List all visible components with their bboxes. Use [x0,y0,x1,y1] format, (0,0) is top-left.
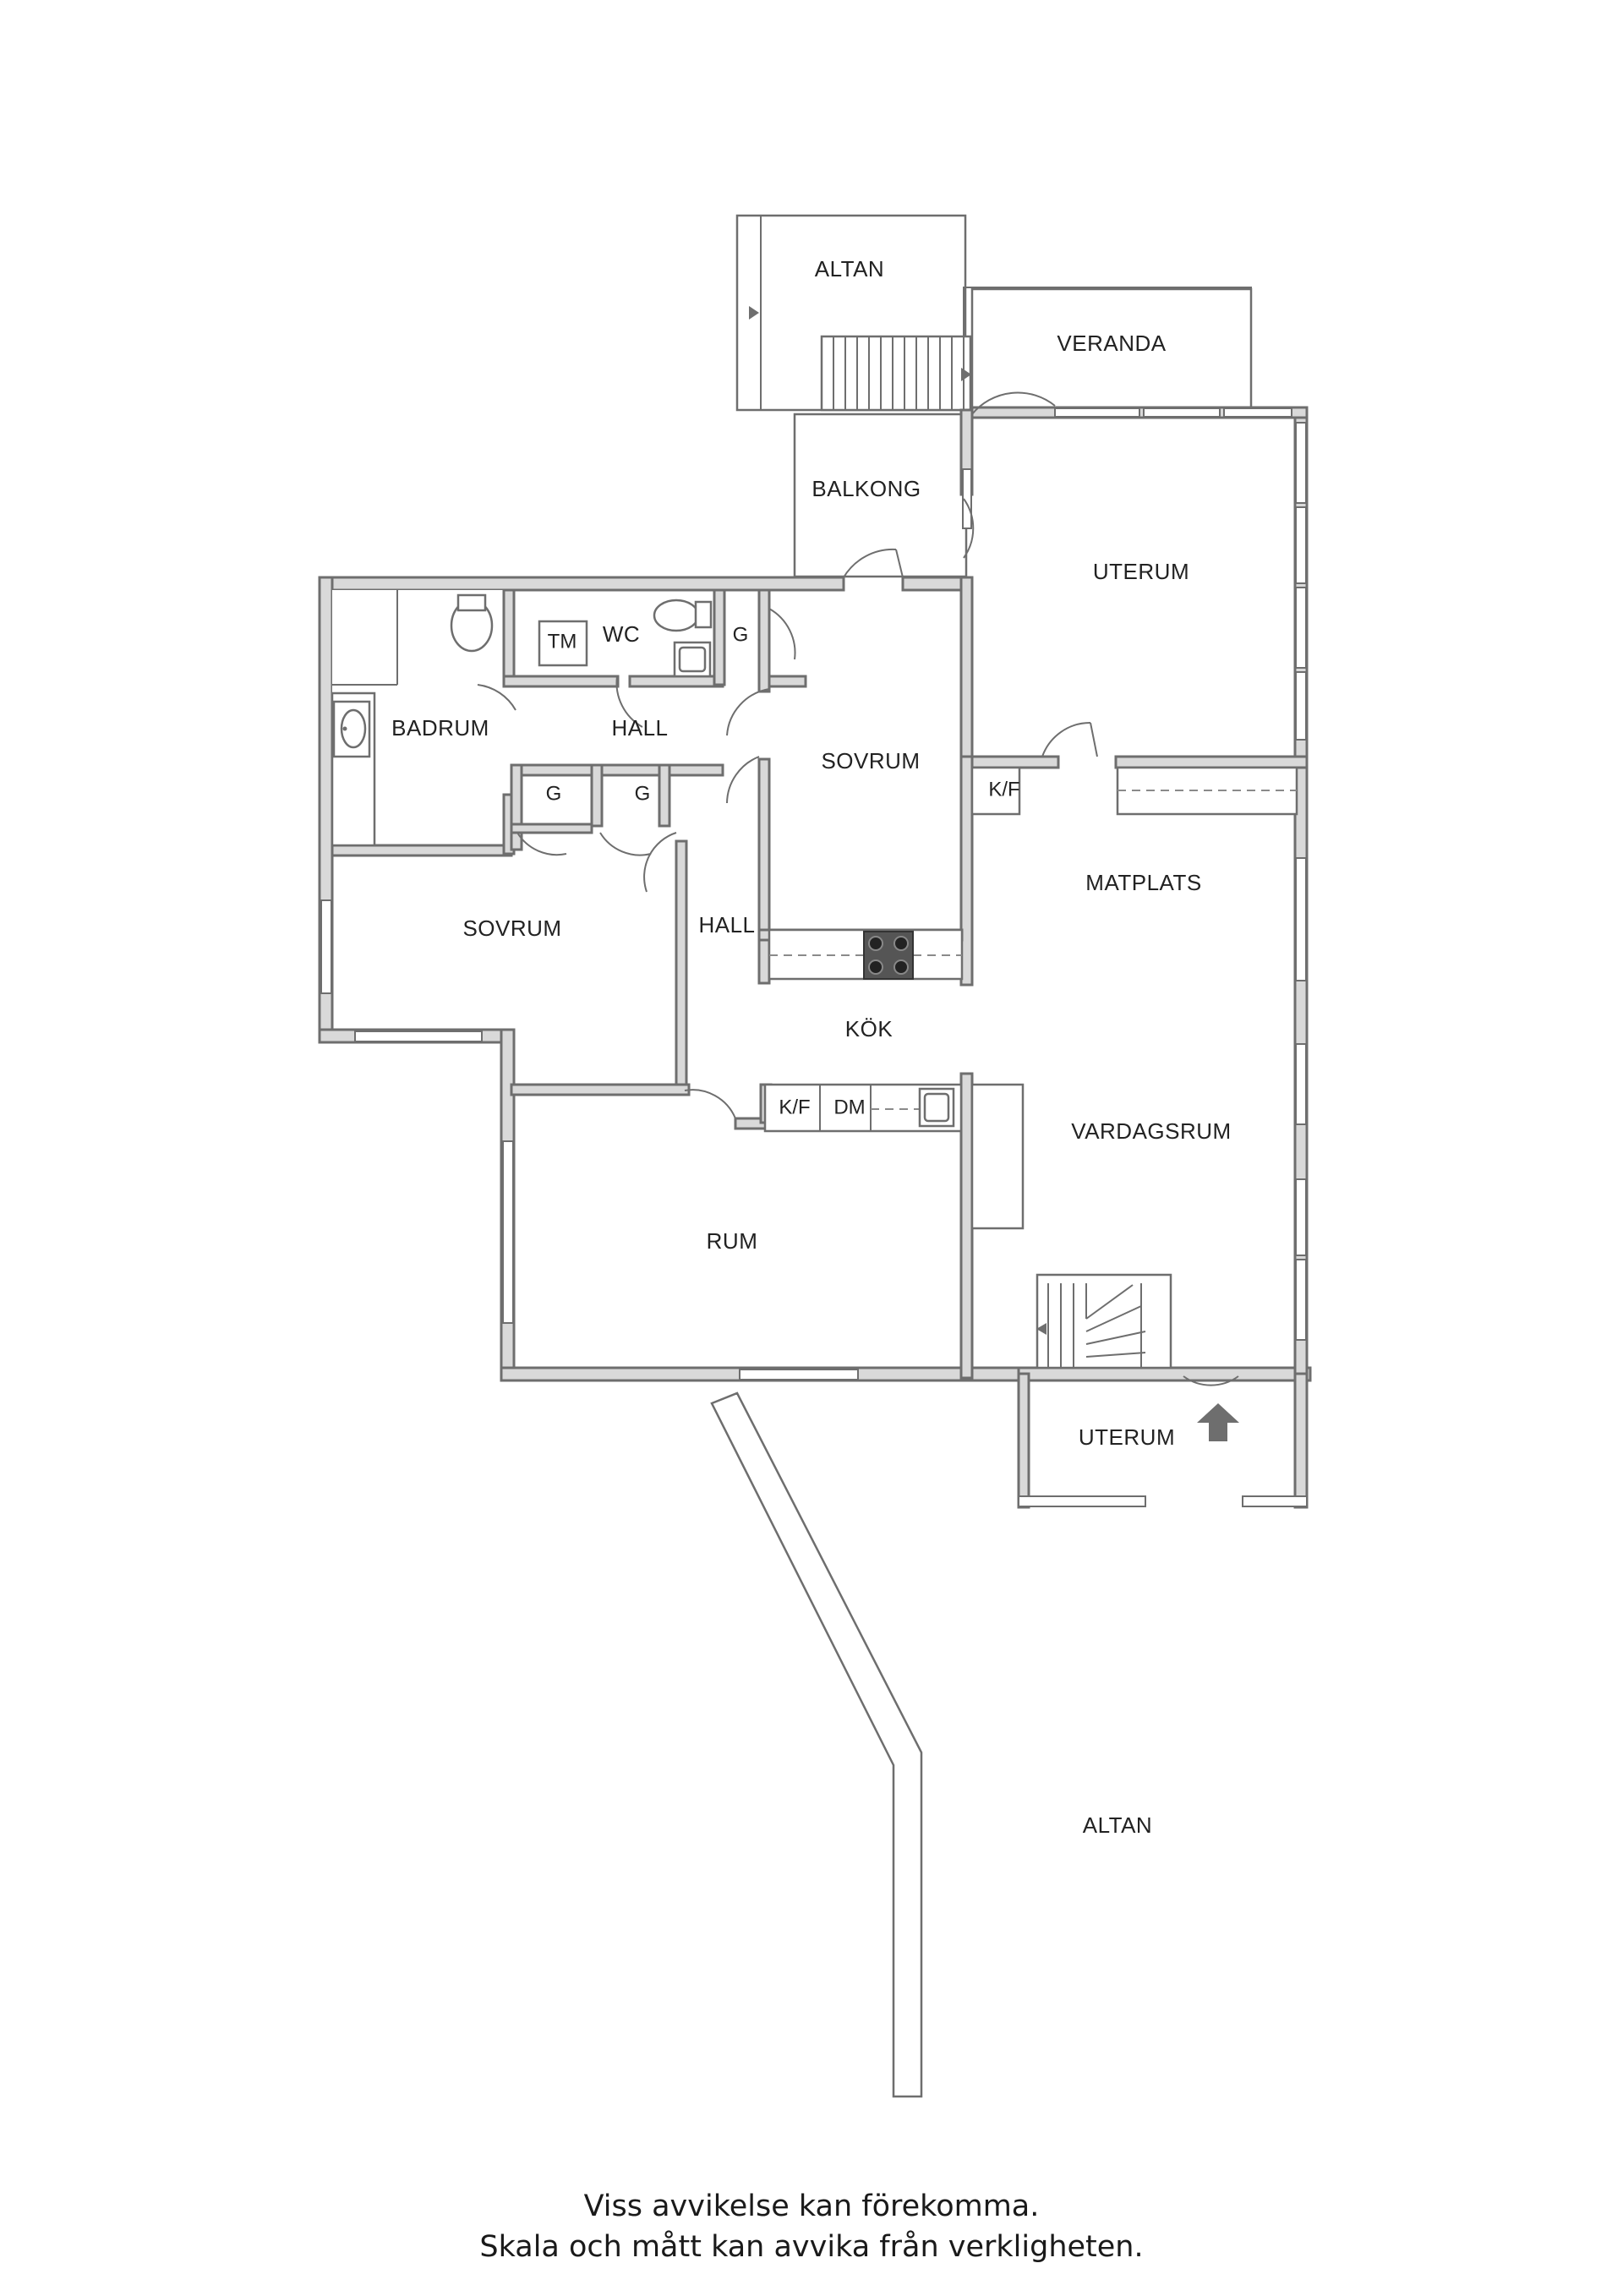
tumble-dryer [538,620,588,667]
room-label-matplats: MATPLATS [1085,870,1201,895]
uterum-bottom [1017,1372,1309,1509]
toilet-icon [653,599,713,632]
kitchen-island [970,1083,1025,1230]
room-label-sovrum-left: SOVRUM [462,916,561,941]
entrance-arrow-icon [1197,1403,1239,1441]
room-label-badrum: BADRUM [391,715,489,741]
windows-misc [320,468,972,1380]
stairs-icon [820,335,972,412]
washbasin-icon [332,700,371,758]
room-label-hall-top: HALL [611,715,668,741]
sink-icon [918,1087,955,1128]
toilet-icon [450,593,494,653]
sink-icon [673,641,712,678]
disclaimer-line-1: Viss avvikelse kan förekomma. [583,2189,1040,2223]
label-kf-kitchen: K/F [779,1096,810,1118]
room-label-vardagsrum: VARDAGSRUM [1071,1118,1231,1144]
windows-top-uterum [1054,407,1292,418]
room-label-uterum-bottom: UTERUM [1079,1424,1175,1450]
label-kf-top: K/F [988,778,1019,801]
room-label-wc: WC [603,621,640,647]
room-label-altan-top: ALTAN [815,256,884,282]
matplats-shelf [1116,766,1298,816]
label-g-wc: G [733,623,749,646]
label-g-right: G [635,782,651,805]
room-label-sovrum-center: SOVRUM [821,748,920,774]
closets [510,763,724,851]
disclaimer-line-2: Skala och mått kan avvika från verklighe… [479,2230,1144,2264]
room-label-balkong: BALKONG [812,476,921,501]
label-dm: DM [833,1096,865,1118]
hall-walls [510,839,784,1130]
room-label-altan-bottom: ALTAN [1083,1812,1152,1838]
stove-icon [863,931,914,980]
label-g-left: G [546,782,562,805]
fridge-freezer [970,766,1021,816]
sovrum-center-walls [757,588,964,985]
door-swings [477,391,1239,1386]
windows-right [1295,422,1307,1341]
altan-railing [710,1391,923,2098]
room-label-kok: KÖK [845,1016,893,1041]
room-label-veranda: VERANDA [1057,331,1166,356]
stairs-icon [1036,1273,1172,1369]
label-tm: TM [548,630,577,653]
room-label-uterum-top: UTERUM [1093,559,1189,584]
room-label-hall-mid: HALL [698,912,755,938]
room-label-rum: RUM [707,1228,758,1254]
